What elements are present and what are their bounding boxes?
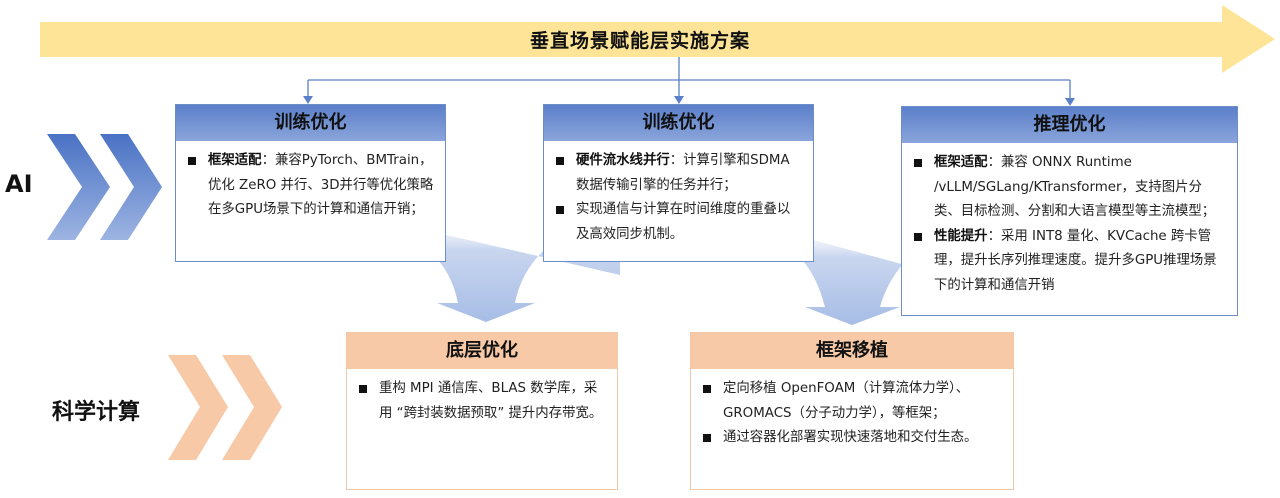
list-item: 重构 MPI 通信库、BLAS 数学库，采用 “跨封装数据预取” 提升内存带宽。 — [359, 377, 607, 426]
bullet-icon — [914, 232, 922, 241]
bullet-icon — [359, 385, 367, 393]
list-item: 定向移植 OpenFOAM（计算流体力学）、GROMACS（分子动力学），等框架… — [703, 377, 1003, 426]
card-title: 训练优化 — [544, 105, 813, 141]
row-label-ai: AI — [5, 170, 33, 198]
card-train-framework: 训练优化 框架适配：兼容PyTorch、BMTrain，优化 ZeRO 并行、3… — [175, 104, 446, 262]
card-low-level: 底层优化 重构 MPI 通信库、BLAS 数学库，采用 “跨封装数据预取” 提升… — [346, 332, 618, 490]
bullet-icon — [556, 206, 564, 214]
card-title: 训练优化 — [176, 105, 445, 141]
bullet-icon — [188, 157, 196, 165]
connector-lines — [307, 57, 1071, 100]
row-label-sci: 科学计算 — [52, 400, 141, 425]
bullet-icon — [914, 159, 922, 167]
banner-title: 垂直场景赋能层实施方案 — [529, 30, 750, 52]
bullet-icon — [703, 434, 711, 442]
sci-chevrons — [168, 355, 282, 460]
card-title: 底层优化 — [347, 333, 617, 369]
bullet-icon — [703, 385, 711, 393]
card-title: 推理优化 — [902, 107, 1237, 143]
connector-arrowheads — [303, 96, 1075, 106]
list-item: 性能提升：采用 INT8 量化、KVCache 跨卡管理，提升长序列推理速度。提… — [914, 225, 1227, 299]
banner-arrow — [40, 5, 1275, 73]
ai-chevrons — [47, 134, 162, 240]
card-framework-port: 框架移植 定向移植 OpenFOAM（计算流体力学）、GROMACS（分子动力学… — [690, 332, 1014, 490]
list-item: 通过容器化部署实现快速落地和交付生态。 — [703, 426, 1003, 451]
card-train-hardware: 训练优化 硬件流水线并行：计算引擎和SDMA 数据传输引擎的任务并行； 实现通信… — [543, 104, 814, 262]
card-title: 框架移植 — [691, 333, 1013, 369]
list-item: 框架适配：兼容 ONNX Runtime /vLLM/SGLang/KTrans… — [914, 151, 1227, 225]
list-item: 硬件流水线并行：计算引擎和SDMA 数据传输引擎的任务并行； — [556, 149, 803, 198]
bullet-icon — [556, 157, 564, 165]
card-inference: 推理优化 框架适配：兼容 ONNX Runtime /vLLM/SGLang/K… — [901, 106, 1238, 316]
list-item: 实现通信与计算在时间维度的重叠以及高效同步机制。 — [556, 198, 803, 247]
list-item: 框架适配：兼容PyTorch、BMTrain，优化 ZeRO 并行、3D并行等优… — [188, 149, 435, 223]
